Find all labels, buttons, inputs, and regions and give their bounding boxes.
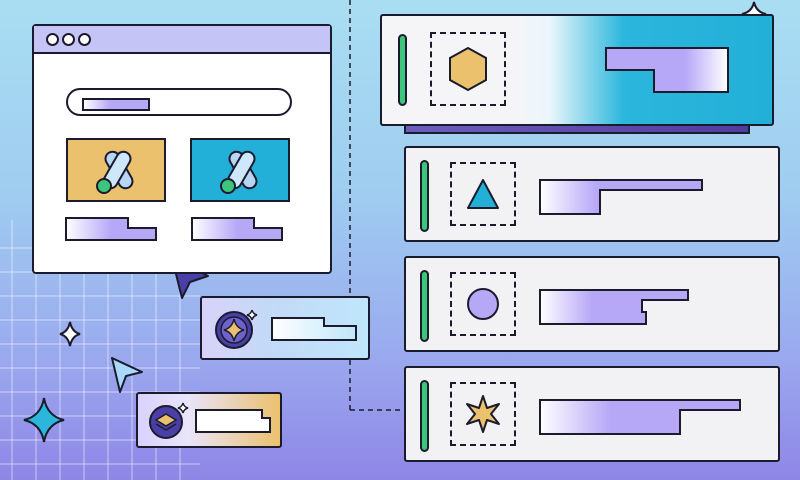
ad-tile-cyan[interactable]	[190, 138, 290, 202]
card-icon-frame	[450, 382, 516, 446]
window-titlebar	[34, 26, 330, 54]
hexagon-icon	[449, 46, 487, 92]
sparkle-chip[interactable]	[200, 296, 370, 360]
cursor-icon	[111, 357, 143, 393]
window-control-dot[interactable]	[46, 33, 59, 46]
window-control-dot[interactable]	[78, 33, 91, 46]
sparkle-icon	[23, 397, 65, 443]
tile-caption-bar	[65, 217, 157, 241]
list-card-circle[interactable]	[404, 256, 780, 352]
chip-text-bar	[271, 317, 357, 341]
list-card-star[interactable]	[404, 366, 780, 462]
card-icon-frame	[430, 32, 506, 106]
status-pill	[398, 34, 407, 106]
ads-logo-icon	[96, 150, 134, 194]
card-icon-frame	[450, 272, 516, 336]
triangle-icon	[467, 179, 499, 209]
status-pill	[420, 380, 429, 452]
star-icon	[466, 395, 500, 433]
sparkle-badge-icon	[215, 309, 258, 349]
chip-text-bar	[195, 409, 271, 433]
window-control-dot[interactable]	[62, 33, 75, 46]
tile-caption-bar	[191, 217, 283, 241]
card-text-bar	[539, 399, 741, 435]
circle-icon	[467, 288, 499, 320]
browser-window	[32, 24, 332, 274]
sparkle-icon	[59, 321, 81, 347]
card-text-bar	[605, 47, 729, 93]
ad-tile-gold[interactable]	[66, 138, 166, 202]
search-text-placeholder	[82, 98, 150, 111]
search-input[interactable]	[66, 88, 292, 116]
card-text-bar	[539, 179, 703, 215]
ads-logo-icon	[220, 150, 258, 194]
status-pill	[420, 270, 429, 342]
layers-chip[interactable]	[136, 392, 282, 448]
list-card-hexagon[interactable]	[380, 14, 774, 126]
card-text-bar	[539, 289, 689, 325]
list-card-triangle[interactable]	[404, 146, 780, 242]
card-icon-frame	[450, 162, 516, 226]
layers-badge-icon	[149, 402, 189, 439]
status-pill	[420, 160, 429, 232]
